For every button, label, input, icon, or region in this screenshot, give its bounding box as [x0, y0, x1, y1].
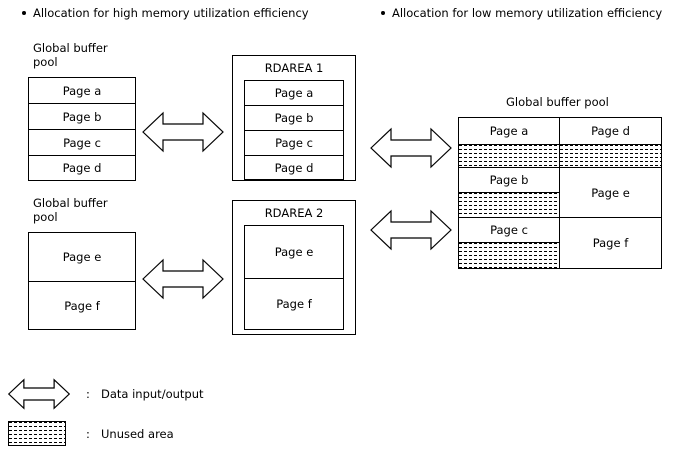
- pool-column-left: Page a Page b Page c: [459, 118, 560, 268]
- bullet-icon: [22, 11, 26, 15]
- unused-area-cell: [459, 243, 559, 268]
- page-cell: Page c: [459, 218, 559, 243]
- rdarea-1: RDAREA 1 Page a Page b Page c Page d: [232, 55, 356, 181]
- pool-bottom-caption-line2: pool: [33, 210, 58, 224]
- page-cell: Page a: [29, 78, 135, 104]
- unused-area-cell: [459, 145, 559, 168]
- page-cell: Page e: [560, 168, 661, 218]
- unused-area-cell: [560, 145, 661, 168]
- data-io-arrow-icon: [142, 258, 224, 300]
- page-cell: Page e: [29, 233, 135, 282]
- page-cell: Page d: [274, 160, 314, 175]
- rdarea-2-pages: Page e Page f: [244, 225, 344, 330]
- global-buffer-pool-bottom: Page e Page f: [28, 232, 136, 330]
- rdarea-2: RDAREA 2 Page e Page f: [232, 200, 356, 335]
- page-cell: Page b: [29, 104, 135, 130]
- page-cell: Page c: [29, 130, 135, 156]
- bullet-icon: [381, 11, 385, 15]
- page-cell: Page f: [64, 298, 100, 313]
- global-buffer-pool-fragmented: Page a Page b Page c Page d Page e Page …: [458, 117, 662, 269]
- legend-unused-area-swatch: [8, 421, 66, 446]
- page-cell: Page e: [245, 226, 343, 279]
- global-buffer-pool-top: Page a Page b Page c Page d: [28, 77, 136, 181]
- pool-top-caption-line2: pool: [33, 55, 58, 69]
- page-cell: Page f: [560, 218, 661, 268]
- pool-column-right: Page d Page e Page f: [560, 118, 661, 268]
- legend-double-arrow-icon: [8, 378, 70, 410]
- page-cell: Page b: [245, 106, 343, 131]
- legend-arrow-colon: :: [86, 387, 90, 401]
- rdarea-1-title: RDAREA 1: [264, 61, 324, 75]
- page-cell: Page a: [245, 81, 343, 106]
- right-pool-title: Global buffer pool: [506, 95, 609, 109]
- page-cell: Page f: [276, 297, 312, 311]
- data-io-arrow-icon: [370, 127, 452, 169]
- data-io-arrow-icon: [370, 209, 452, 251]
- heading-high-efficiency: Allocation for high memory utilization e…: [22, 6, 309, 20]
- pool-bottom-caption-line1: Global buffer: [33, 196, 108, 210]
- unused-area-cell: [459, 193, 559, 218]
- heading-high-efficiency-label: Allocation for high memory utilization e…: [33, 6, 309, 20]
- legend-arrow-label: Data input/output: [101, 387, 204, 401]
- pool-top-caption-line1: Global buffer: [33, 41, 108, 55]
- page-cell: Page c: [245, 131, 343, 156]
- heading-low-efficiency-label: Allocation for low memory utilization ef…: [392, 6, 663, 20]
- heading-low-efficiency: Allocation for low memory utilization ef…: [381, 6, 662, 20]
- page-cell: Page b: [459, 168, 559, 193]
- page-cell: Page d: [560, 118, 661, 145]
- legend-unused-colon: :: [86, 427, 90, 441]
- data-io-arrow-icon: [142, 111, 224, 153]
- legend-unused-label: Unused area: [101, 427, 174, 441]
- page-cell: Page a: [459, 118, 559, 145]
- rdarea-2-title: RDAREA 2: [264, 206, 324, 220]
- rdarea-1-pages: Page a Page b Page c Page d: [244, 80, 344, 180]
- page-cell: Page d: [62, 161, 102, 175]
